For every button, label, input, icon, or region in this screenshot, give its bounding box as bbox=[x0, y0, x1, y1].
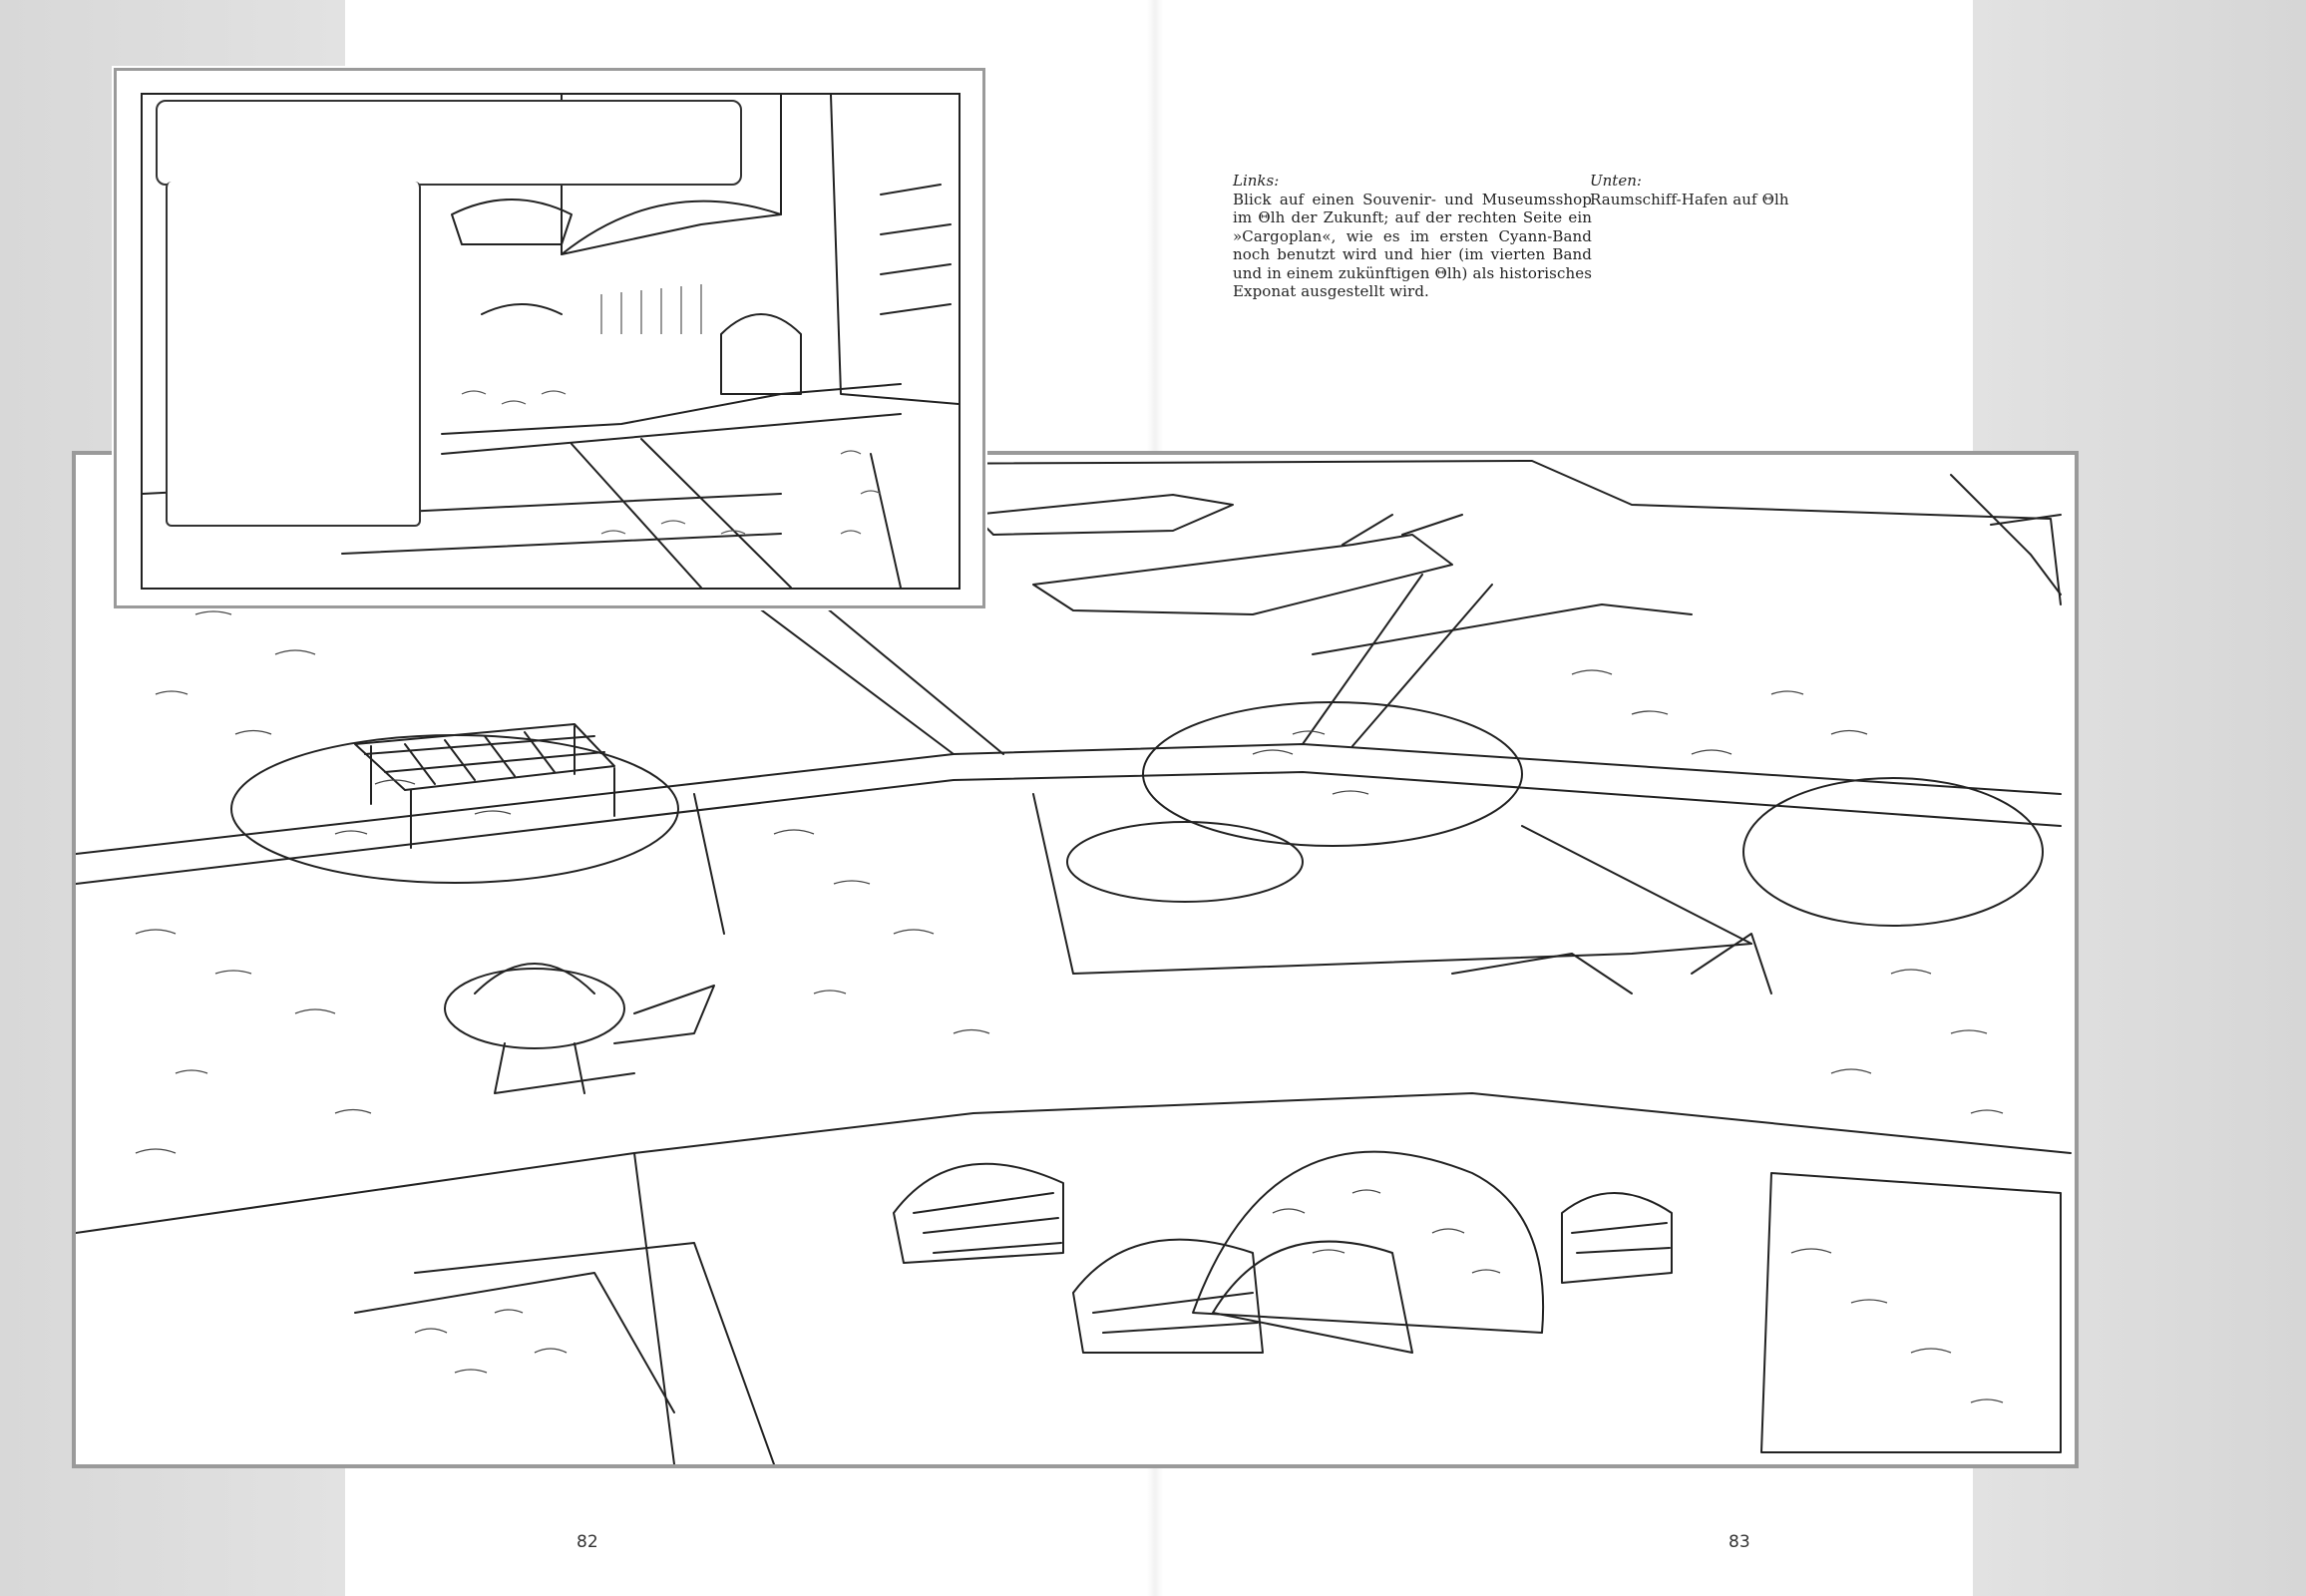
caption-right-text: Raumschiff-Hafen auf Θlh bbox=[1590, 190, 1789, 208]
caption-right: Unten: Raumschiff-Hafen auf Θlh bbox=[1590, 172, 1889, 208]
speech-balloon-empty-tall bbox=[166, 182, 421, 527]
museum-shop-sketch bbox=[143, 95, 959, 588]
page-number-left: 82 bbox=[576, 1532, 598, 1552]
caption-left-label: Links: bbox=[1233, 172, 1280, 190]
caption-right-label: Unten: bbox=[1590, 172, 1642, 190]
page-number-right: 83 bbox=[1729, 1532, 1750, 1552]
caption-left-text: Blick auf einen Souvenir- und Museumssho… bbox=[1233, 190, 1592, 301]
speech-balloon-empty-wide bbox=[156, 100, 742, 186]
spaceport-illustration bbox=[72, 451, 2079, 1468]
spaceport-sketch bbox=[76, 460, 2072, 1464]
caption-left: Links: Blick auf einen Souvenir- und Mus… bbox=[1233, 172, 1592, 301]
